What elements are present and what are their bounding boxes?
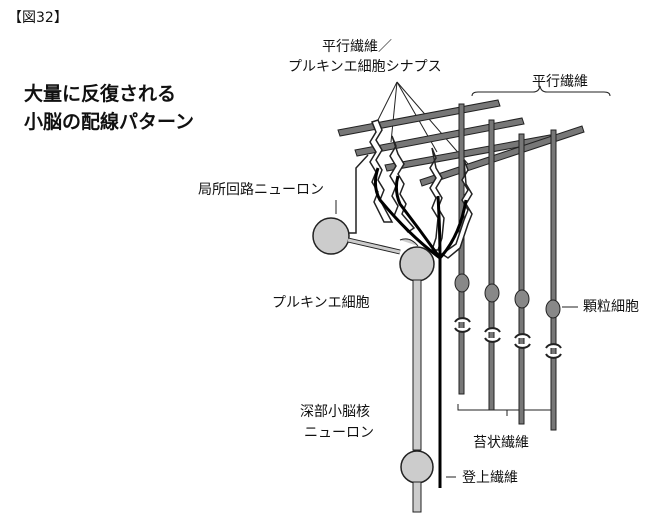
label-pf-synapse-2: プルキンエ細胞シナプス — [288, 59, 442, 75]
label-climbing-fiber: 登上繊維 — [462, 470, 518, 486]
label-granule-cell: 顆粒細胞 — [583, 299, 639, 315]
local-circuit-neuron — [312, 154, 401, 255]
mossy-synapses — [454, 317, 562, 359]
purkinje-cell — [399, 238, 435, 451]
label-mossy-fiber: 苔状繊維 — [473, 434, 529, 451]
mossy-fiber-bracket — [457, 404, 557, 416]
title-line-1: 大量に反復される — [24, 82, 176, 105]
granule-cell-2 — [484, 283, 500, 303]
granule-cell-3 — [514, 289, 530, 309]
title-line-2: 小脳の配線パターン — [24, 110, 194, 133]
figure-number: 【図32】 — [8, 10, 68, 26]
purkinje-soma — [399, 246, 435, 282]
label-deep-nucleus-1: 深部小脳核 — [300, 404, 370, 420]
granule-axon-4 — [550, 129, 557, 431]
deep-nucleus-axon — [412, 481, 422, 513]
label-local-neuron: 局所回路ニューロン — [198, 182, 324, 198]
deep-nucleus-soma — [400, 450, 434, 484]
mossy-synapse-1 — [454, 317, 471, 333]
granule-axon-3 — [518, 133, 525, 425]
label-pf-synapse-1: 平行繊維／ — [322, 39, 392, 55]
granule-cell-1 — [454, 273, 470, 293]
deep-nucleus-neuron — [400, 450, 434, 513]
label-deep-nucleus-2: ニューロン — [304, 425, 374, 441]
granule-axon-2 — [488, 119, 495, 411]
mossy-synapse-3 — [514, 333, 531, 349]
climbing-fiber — [373, 167, 468, 488]
purkinje-axon — [412, 279, 422, 451]
local-neuron-body — [312, 217, 350, 255]
granule-cell-4 — [545, 299, 561, 319]
label-purkinje-cell: プルキンエ細胞 — [272, 295, 370, 311]
granule-cells — [454, 273, 561, 319]
label-parallel-fiber: 平行繊維 — [532, 74, 588, 90]
parallel-fiber-2 — [354, 117, 525, 157]
parallel-fiber-bracket — [471, 85, 611, 97]
mossy-synapse-4 — [545, 343, 562, 359]
dendrite-1 — [369, 119, 394, 223]
mossy-synapse-2 — [484, 327, 501, 343]
